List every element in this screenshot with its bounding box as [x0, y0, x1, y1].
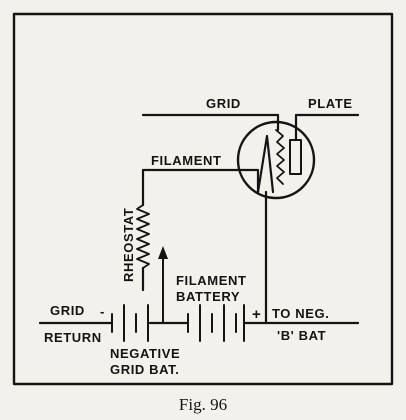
label-filament-battery-1: FILAMENT: [176, 273, 247, 288]
label-grid-top: GRID: [206, 96, 241, 111]
plate-element: [289, 139, 302, 175]
label-grid-left: GRID: [50, 303, 85, 318]
figure-frame: [12, 12, 394, 386]
figure-caption: Fig. 96: [179, 395, 227, 414]
vacuum-tube: [236, 120, 316, 200]
label-b-bat: 'B' BAT: [277, 328, 326, 343]
plate-wire: [294, 113, 360, 142]
label-to-neg: TO NEG.: [272, 306, 329, 321]
label-grid-bat: GRID BAT.: [110, 362, 179, 377]
label-filament-battery-2: BATTERY: [176, 289, 240, 304]
label-rheostat: RHEOSTAT: [121, 208, 136, 282]
label-return: RETURN: [44, 330, 102, 345]
filament-battery: [187, 304, 245, 342]
rheostat-arrow: [158, 246, 168, 259]
rheostat: [136, 204, 168, 324]
label-negative: NEGATIVE: [110, 346, 180, 361]
grid-element: [275, 129, 285, 185]
filament-element: [256, 134, 275, 194]
label-plus: +: [252, 306, 261, 323]
label-filament: FILAMENT: [151, 153, 222, 168]
rheostat-resistor: [136, 204, 150, 269]
tube-envelope: [236, 120, 316, 200]
label-plate: PLATE: [308, 96, 353, 111]
grid-wire: [141, 113, 280, 132]
filament-wire: [141, 168, 260, 207]
negative-grid-battery: [111, 304, 149, 342]
label-minus: -: [100, 304, 105, 319]
